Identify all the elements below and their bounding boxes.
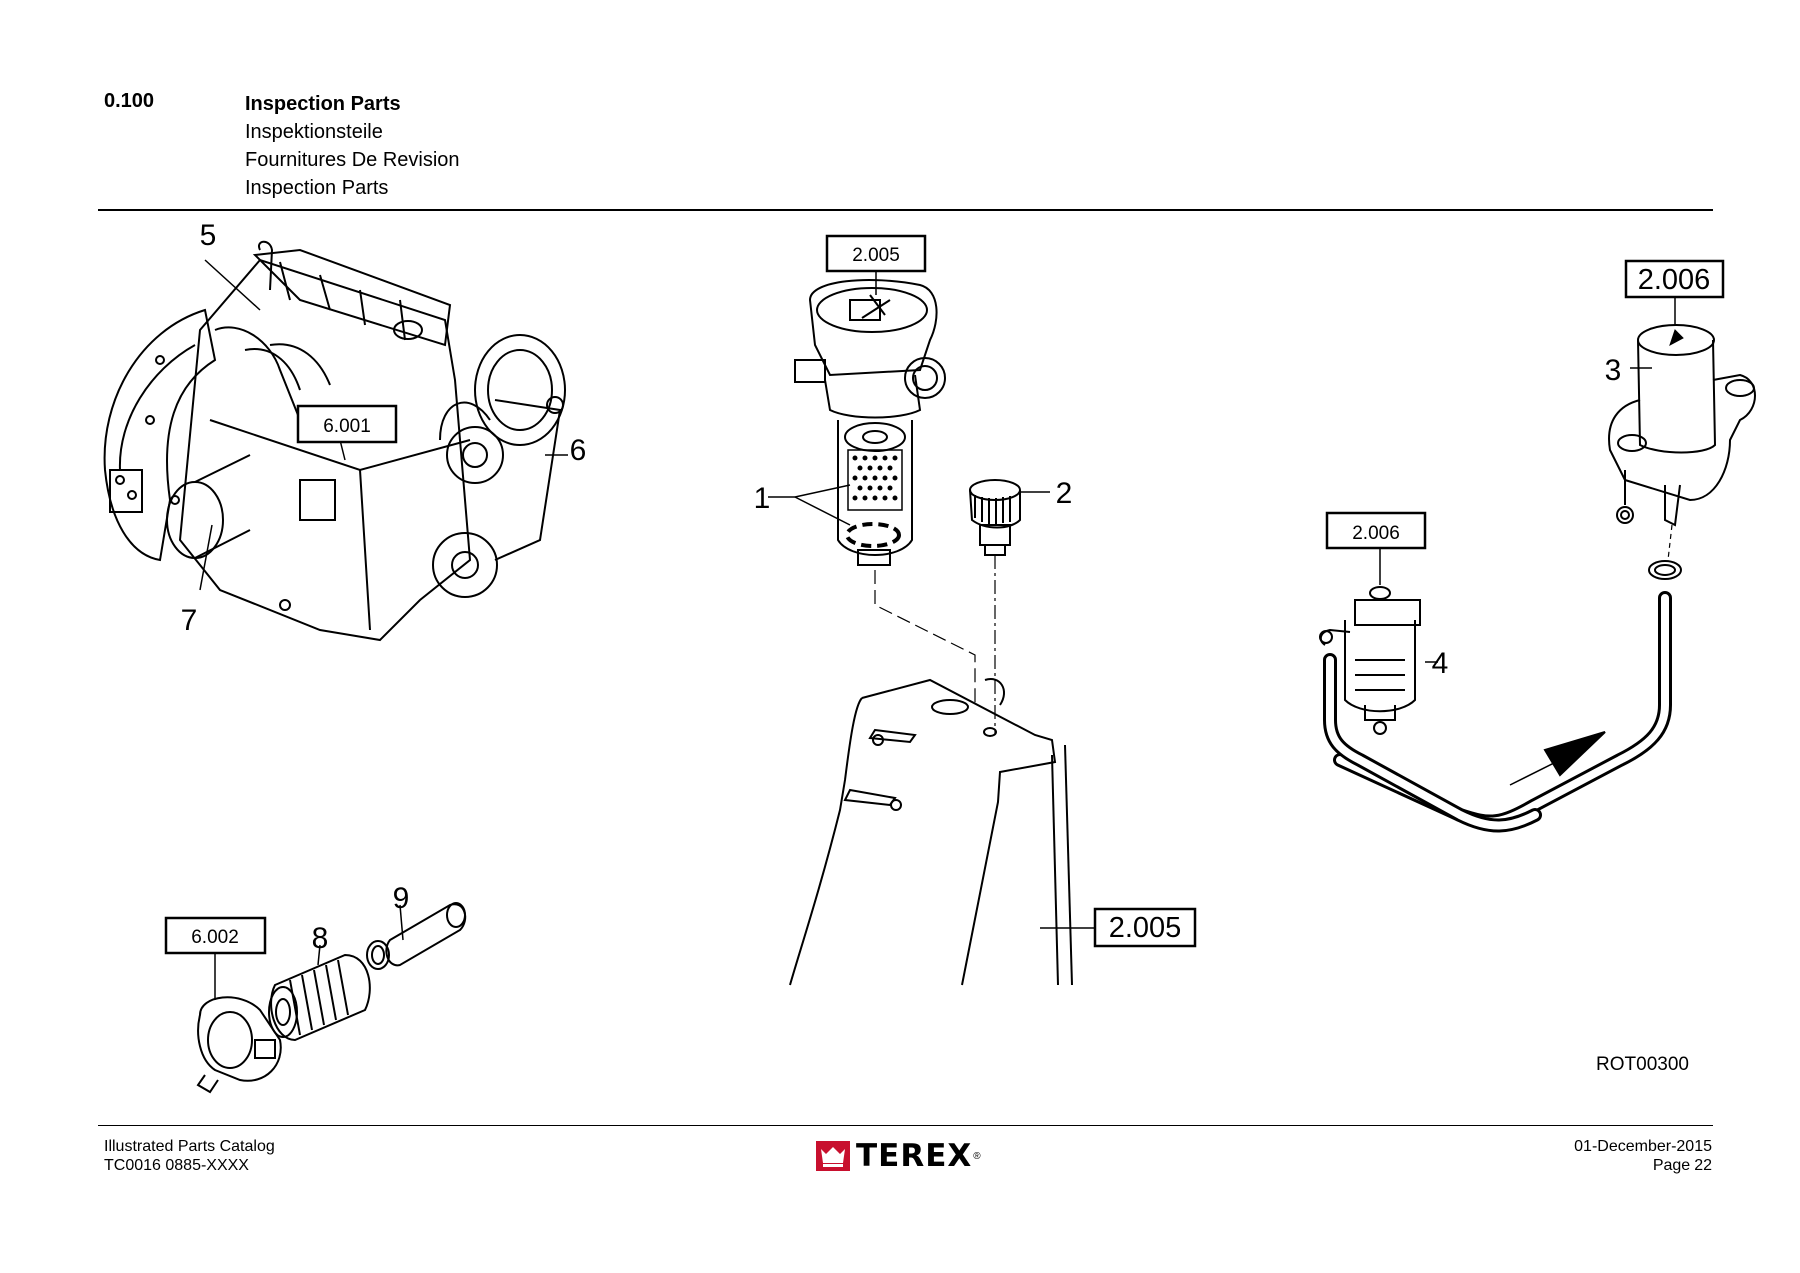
brand-name: TEREX xyxy=(856,1138,973,1174)
hydraulic-filter-drawing xyxy=(768,270,996,735)
terex-crown-icon xyxy=(816,1141,850,1171)
item-number-4: 4 xyxy=(1432,647,1449,680)
catalog-code: TC0016 0885-XXXX xyxy=(104,1157,249,1174)
callout-box-2006-mid xyxy=(1325,511,1427,550)
item-number-1: 1 xyxy=(754,482,771,515)
callout-box-6001 xyxy=(296,404,398,444)
callout-2005-bottom: 2.005 xyxy=(1109,912,1182,944)
section-number: 0.100 xyxy=(104,90,155,112)
fuel-filter-drawing xyxy=(1319,548,1438,735)
callout-2005-top: 2.005 xyxy=(852,245,900,266)
air-filter-drawing xyxy=(196,902,467,1094)
callout-2006-mid: 2.006 xyxy=(1352,523,1400,544)
section-titles: Inspection Parts Inspektionsteile Fourni… xyxy=(245,90,460,202)
terex-logo: TEREX® xyxy=(816,1138,981,1174)
title-english: Inspection Parts xyxy=(245,93,401,115)
callout-box-2005-top xyxy=(825,234,927,273)
item-number-6: 6 xyxy=(570,434,587,467)
item-number-8: 8 xyxy=(312,922,329,955)
title-german: Inspektionsteile xyxy=(245,121,383,143)
filter-perforations xyxy=(852,455,898,501)
title-english-repeat: Inspection Parts xyxy=(245,177,389,199)
page-label: Page xyxy=(1652,1157,1691,1174)
engine-drawing xyxy=(103,240,568,642)
title-french: Fournitures De Revision xyxy=(245,149,460,171)
header-divider xyxy=(98,209,1713,211)
item-number-9: 9 xyxy=(393,882,410,915)
callout-6002: 6.002 xyxy=(191,927,239,948)
item-number-2: 2 xyxy=(1056,477,1073,510)
item-number-7: 7 xyxy=(181,604,198,637)
breather-cap-drawing xyxy=(969,479,1050,556)
footer-left: Illustrated Parts Catalog TC0016 0885-XX… xyxy=(104,1137,275,1175)
hydraulic-tank-drawing xyxy=(789,678,1095,986)
callout-box-6002 xyxy=(164,916,267,955)
callout-2006-top: 2.006 xyxy=(1638,264,1711,296)
item-number-3: 3 xyxy=(1605,354,1622,387)
item-number-5: 5 xyxy=(200,219,217,252)
fuel-pump-drawing xyxy=(1323,297,1756,833)
callout-box-2006-top xyxy=(1624,259,1725,299)
callout-6001: 6.001 xyxy=(323,416,371,437)
drawing-reference: ROT00300 xyxy=(1596,1054,1689,1075)
page-number: 22 xyxy=(1694,1157,1712,1174)
publication-date: 01-December-2015 xyxy=(1574,1138,1712,1155)
callout-box-2005-bottom xyxy=(1093,907,1197,948)
footer-divider xyxy=(98,1125,1713,1126)
catalog-title: Illustrated Parts Catalog xyxy=(104,1138,275,1155)
registered-mark: ® xyxy=(973,1150,981,1162)
